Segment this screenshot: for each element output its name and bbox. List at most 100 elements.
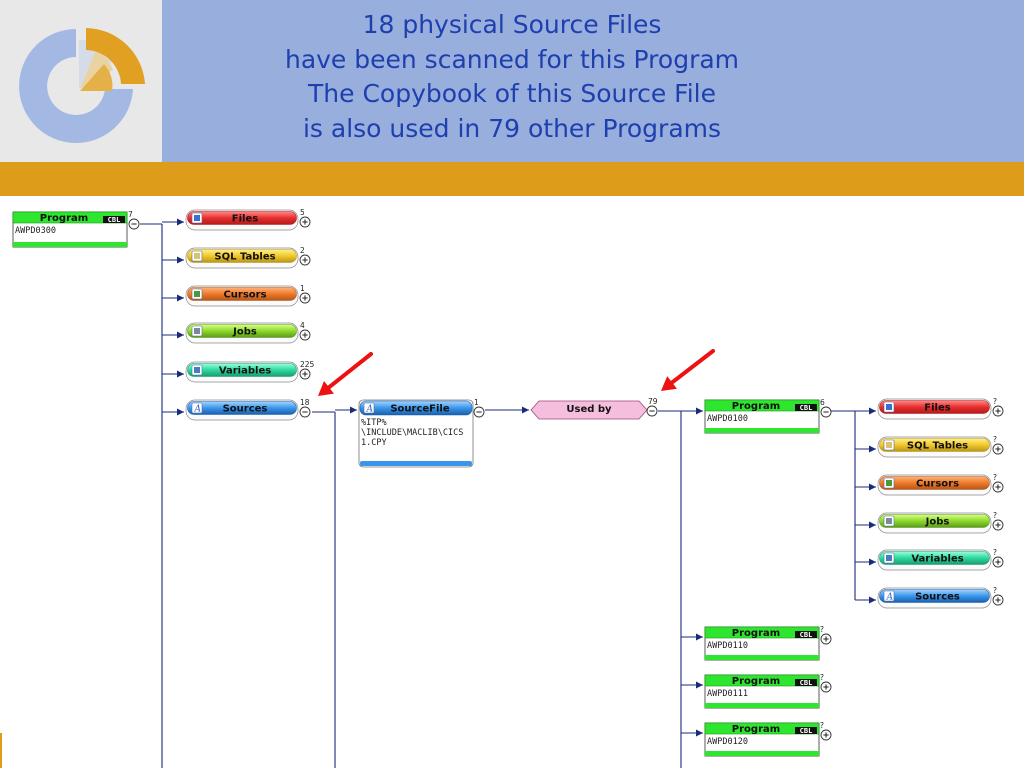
count-badge: 18 [300,398,310,407]
program-code: AWPD0120 [707,737,748,747]
file-icon [883,401,895,413]
expand-toggle[interactable] [992,519,1004,531]
count-badge: ? [993,548,997,557]
file-icon [191,212,203,224]
count-badge: ? [993,586,997,595]
collapse-toggle[interactable] [473,406,485,418]
variable-icon [883,552,895,564]
node-files[interactable]: Files? [877,397,1004,420]
expand-toggle[interactable] [992,556,1004,568]
count-badge: ? [820,625,824,634]
annotation-arrow [661,349,715,391]
svg-text:A: A [886,593,894,603]
language-tag: CBL [800,404,813,412]
expand-toggle[interactable] [299,292,311,304]
count-badge: ? [993,473,997,482]
count-badge: ? [993,435,997,444]
program-code: AWPD0111 [707,689,748,699]
logo-panel [0,0,162,162]
expand-toggle[interactable] [992,481,1004,493]
node-label: Sources [915,592,960,603]
header-line: 18 physical Source Files [362,10,662,39]
header-line: is also used in 79 other Programs [302,113,722,143]
node-label: SQL Tables [907,441,968,452]
job-icon [191,325,203,337]
logo-icon [19,28,145,143]
node-sql-tables[interactable]: SQL Tables? [877,435,1004,458]
node-used-by[interactable]: Used by 79 [530,397,658,420]
accent-mark [0,733,2,768]
expand-toggle[interactable] [992,443,1004,455]
count-badge: 79 [648,397,658,406]
node-label: Files [924,403,950,414]
node-sources[interactable]: A Sources? [877,586,1004,609]
expand-toggle[interactable] [820,729,832,741]
node-sources[interactable]: A Sources 18 [185,398,311,421]
expand-toggle[interactable] [820,681,832,693]
path-line: %ITP% [361,418,387,428]
node-jobs[interactable]: Jobs 4 [185,321,311,344]
program-code: AWPD0110 [707,641,748,651]
collapse-toggle[interactable] [128,218,140,230]
node-cursors[interactable]: Cursors? [877,473,1004,496]
count-badge: 225 [300,360,315,369]
node-label: SQL Tables [214,252,275,263]
node-variables[interactable]: Variables 225 [185,360,315,383]
node-label: Program [732,676,780,687]
node-label: Jobs [232,327,257,338]
header-line: The Copybook of this Source File [308,79,716,108]
node-label: Variables [219,366,271,377]
language-tag: CBL [108,216,121,224]
collapse-toggle[interactable] [820,406,832,418]
node-label: Used by [566,404,612,415]
count-badge: ? [820,673,824,682]
node-label: Jobs [925,517,950,528]
expand-toggle[interactable] [299,329,311,341]
header-line: have been scanned for this Program [284,44,740,74]
count-badge: 4 [300,321,305,330]
node-label: Sources [223,404,268,415]
job-icon [883,515,895,527]
header-title: 18 physical Source Files have been scann… [162,8,862,146]
expand-toggle[interactable] [992,405,1004,417]
count-badge: 5 [300,208,305,217]
node-label: Program [40,213,88,224]
expand-toggle[interactable] [820,633,832,645]
table-icon [191,250,203,262]
count-badge: 6 [820,398,825,407]
node-label: Variables [911,554,963,565]
count-badge: ? [993,511,997,520]
node-jobs[interactable]: Jobs? [877,511,1004,534]
source-icon: A [191,402,203,415]
table-icon [883,439,895,451]
node-label: SourceFile [390,404,450,415]
svg-text:A: A [366,405,374,415]
count-badge: ? [993,397,997,406]
expand-toggle[interactable] [299,368,311,380]
expand-toggle[interactable] [992,594,1004,606]
connectors [140,218,876,768]
expand-toggle[interactable] [299,254,311,266]
count-badge: 1 [474,398,479,407]
node-files[interactable]: Files 5 [185,208,311,231]
source-icon: A [363,402,375,415]
collapse-toggle[interactable] [646,405,658,417]
annotation-arrow [318,352,373,396]
node-variables[interactable]: Variables? [877,548,1004,571]
header-band [162,0,1024,162]
collapse-toggle[interactable] [299,406,311,418]
path-line: \INCLUDE\MACLIB\CICS [361,428,463,438]
expand-toggle[interactable] [299,216,311,228]
node-label: Files [232,214,258,225]
cursor-icon [883,477,895,489]
